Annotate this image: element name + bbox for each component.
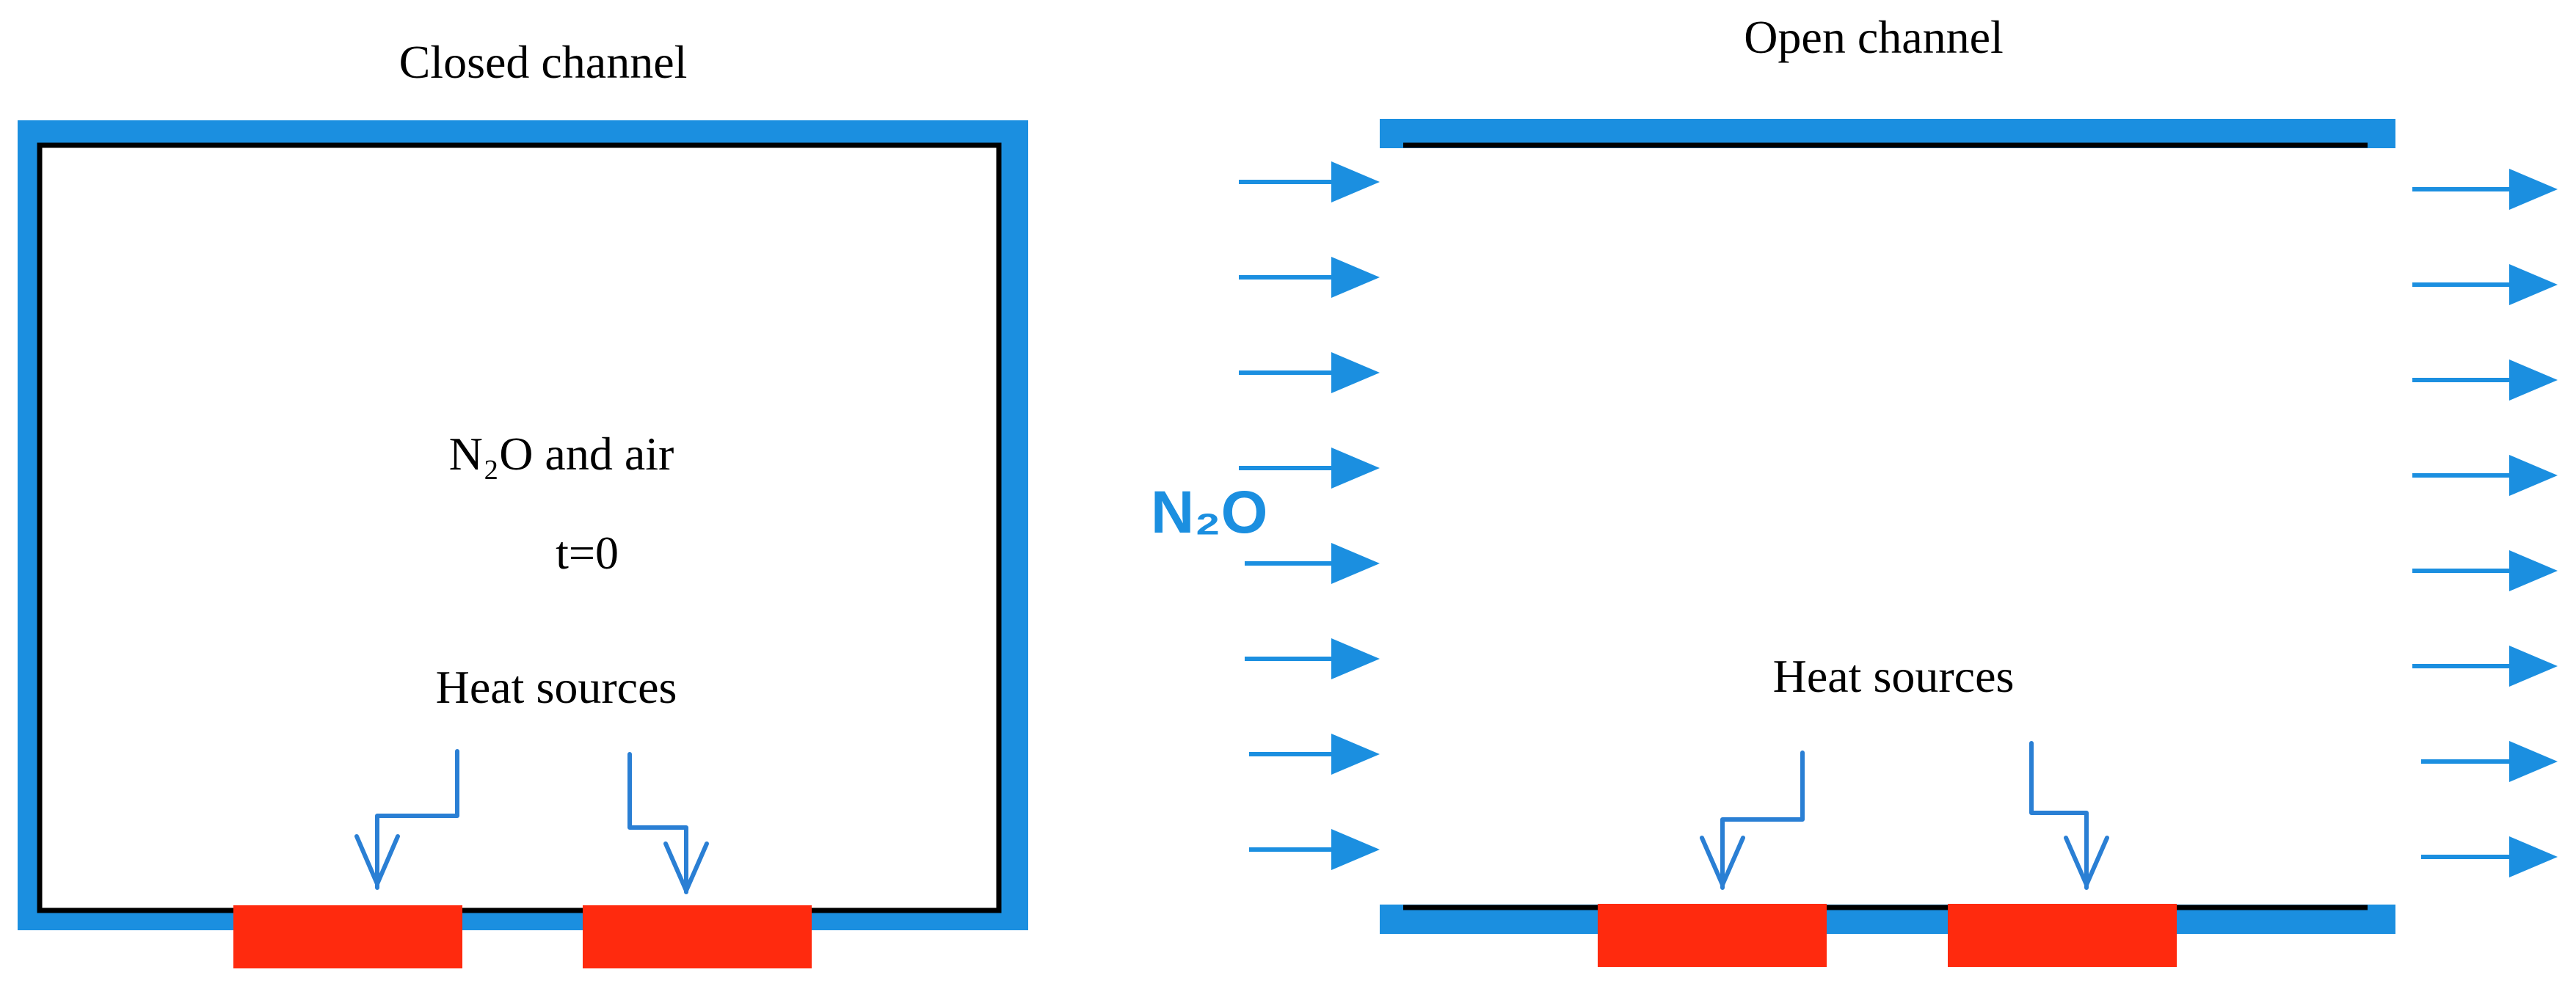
- right-arrow-icon: [1239, 161, 1380, 202]
- closed-heat-source-1: [233, 905, 462, 968]
- right-arrow-icon: [2412, 455, 2558, 496]
- closed-channel-interior: [37, 142, 1002, 913]
- closed-heat-source-2: [583, 905, 812, 968]
- right-arrow-icon: [1239, 352, 1380, 393]
- bent-down-arrow-icon: [2029, 741, 2109, 890]
- bent-down-arrow-icon: [354, 749, 459, 890]
- open-channel-panel: Open channel N₂O Heat sources: [1151, 11, 2558, 967]
- open-heat-source-1: [1598, 904, 1827, 967]
- right-arrow-icon: [2421, 836, 2558, 877]
- right-arrow-icon: [2412, 359, 2558, 401]
- right-arrow-icon: [1239, 257, 1380, 298]
- right-arrow-icon: [2412, 550, 2558, 591]
- right-arrow-icon: [1249, 829, 1380, 870]
- bent-down-arrow-icon: [627, 752, 709, 894]
- right-arrow-icon: [1245, 543, 1380, 584]
- inlet-flow-arrows: [1239, 161, 1380, 870]
- open-heat-source-2: [1948, 904, 2177, 967]
- right-arrow-icon: [1249, 734, 1380, 775]
- closed-channel-title: Closed channel: [399, 36, 688, 88]
- right-arrow-icon: [2412, 169, 2558, 210]
- right-arrow-icon: [2421, 741, 2558, 782]
- bent-down-arrow-icon: [1700, 751, 1805, 890]
- open-heat-sources-label: Heat sources: [1773, 650, 2015, 702]
- outlet-flow-arrows: [2412, 169, 2558, 877]
- open-channel-title: Open channel: [1744, 11, 2004, 63]
- closed-channel-panel: Closed channel N₂O and air t=0 Heat sour…: [18, 36, 1028, 968]
- closed-content-label: N₂O and air: [449, 428, 674, 480]
- right-arrow-icon: [2412, 264, 2558, 305]
- right-arrow-icon: [2412, 646, 2558, 687]
- open-inlet-label: N₂O: [1151, 479, 1267, 546]
- closed-heat-sources-label: Heat sources: [436, 661, 677, 713]
- right-arrow-icon: [1245, 638, 1380, 679]
- closed-time-label: t=0: [556, 527, 619, 579]
- right-arrow-icon: [1239, 448, 1380, 489]
